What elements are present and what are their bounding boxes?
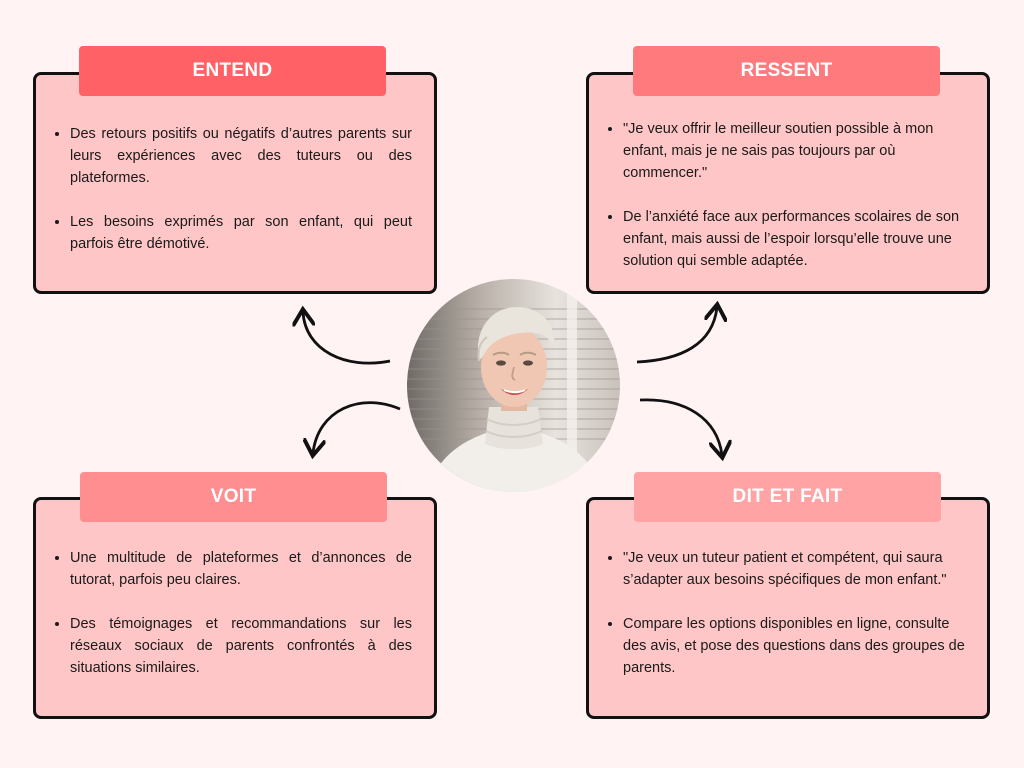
arrow-to-voit [313, 401, 401, 453]
label-voit: VOIT [80, 472, 387, 522]
card-dit-et-fait: "Je veux un tuteur patient et compétent,… [586, 497, 990, 719]
woman-portrait-icon [407, 279, 620, 492]
voit-list: Une multitude de plateformes et d’annonc… [36, 500, 434, 679]
dit-item: "Je veux un tuteur patient et compétent,… [623, 547, 965, 591]
arrow-to-entend [303, 312, 391, 365]
entend-list: Des retours positifs ou négatifs d’autre… [36, 75, 434, 255]
dit-item: Compare les options disponibles en ligne… [623, 613, 965, 679]
arrow-to-dit [639, 398, 722, 455]
label-entend: ENTEND [79, 46, 386, 96]
arrow-to-ressent [636, 307, 717, 364]
card-voit: Une multitude de plateformes et d’annonc… [33, 497, 437, 719]
label-dit-et-fait: DIT ET FAIT [634, 472, 941, 522]
entend-item: Les besoins exprimés par son enfant, qui… [70, 211, 412, 255]
card-ressent: "Je veux offrir le meilleur soutien poss… [586, 72, 990, 294]
ressent-item: "Je veux offrir le meilleur soutien poss… [623, 118, 965, 184]
voit-item: Une multitude de plateformes et d’annonc… [70, 547, 412, 591]
voit-item: Des témoignages et recommandations sur l… [70, 613, 412, 679]
label-ressent: RESSENT [633, 46, 940, 96]
card-entend: Des retours positifs ou négatifs d’autre… [33, 72, 437, 294]
entend-item: Des retours positifs ou négatifs d’autre… [70, 123, 412, 189]
dit-list: "Je veux un tuteur patient et compétent,… [589, 500, 987, 679]
ressent-item: De l’anxiété face aux performances scola… [623, 206, 965, 272]
ressent-list: "Je veux offrir le meilleur soutien poss… [589, 75, 987, 272]
